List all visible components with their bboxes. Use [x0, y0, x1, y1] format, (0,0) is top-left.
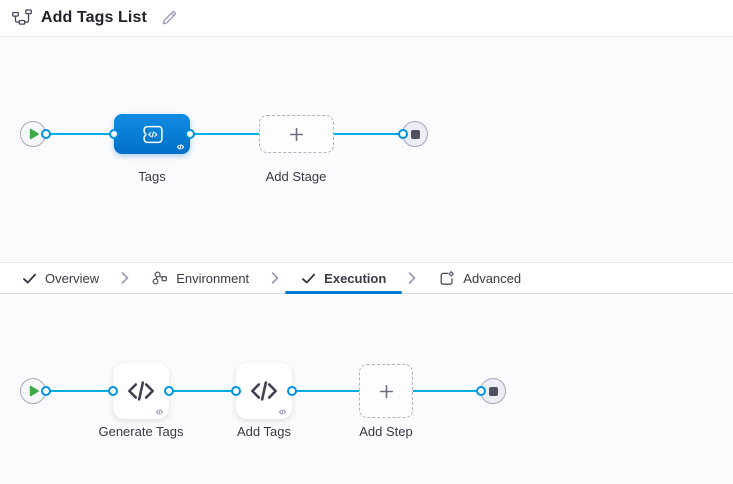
stage-graph-canvas: Tags Add Stage: [0, 37, 733, 262]
step-node-label: Add Tags: [237, 424, 291, 439]
code-badge-icon: [176, 143, 185, 151]
tab-advanced[interactable]: Advanced: [422, 263, 537, 293]
code-icon: [128, 381, 154, 401]
connector-dot: [164, 386, 174, 396]
tab-label: Environment: [176, 270, 250, 286]
pipeline-icon: [12, 9, 32, 27]
connector-dot: [185, 129, 195, 139]
custom-stage-icon: [142, 125, 163, 143]
connector-dot: [287, 386, 297, 396]
check-icon: [23, 273, 36, 283]
step-node-generate-tags[interactable]: [113, 363, 169, 419]
tab-environment[interactable]: Environment: [135, 263, 265, 293]
environment-icon: [152, 270, 168, 284]
tab-label: Execution: [324, 270, 387, 286]
play-icon: [29, 128, 39, 140]
add-stage-label: Add Stage: [265, 169, 327, 184]
tab-label: Advanced: [463, 270, 522, 286]
add-step-button[interactable]: [359, 364, 413, 418]
execution-graph-canvas: Generate Tags Add Tags Add Step: [0, 294, 733, 484]
stage-config-tabbar: Overview Environment Execution Adv: [0, 262, 733, 294]
check-icon: [302, 273, 316, 283]
stage-node-tags[interactable]: [114, 114, 190, 154]
stage-link-line: [33, 133, 415, 135]
chevron-right-icon: [265, 263, 285, 293]
code-icon: [251, 381, 277, 401]
play-icon: [29, 385, 39, 397]
connector-dot: [108, 386, 118, 396]
connector-dot: [476, 386, 486, 396]
add-step-label: Add Step: [359, 424, 413, 439]
edit-pencil-icon[interactable]: [160, 9, 178, 27]
connector-dot: [41, 386, 51, 396]
pipeline-header: Add Tags List: [0, 0, 733, 37]
code-badge-icon: [155, 408, 164, 416]
chevron-right-icon: [402, 263, 422, 293]
plus-icon: [289, 127, 304, 141]
tab-overview[interactable]: Overview: [6, 263, 115, 293]
add-stage-button[interactable]: [259, 115, 334, 153]
stop-icon: [488, 386, 498, 396]
connector-dot: [41, 129, 51, 139]
chevron-right-icon: [115, 263, 135, 293]
step-node-add-tags[interactable]: [236, 363, 292, 419]
step-node-label: Generate Tags: [98, 424, 184, 439]
advanced-icon: [440, 270, 455, 285]
page-title: Add Tags List: [41, 9, 147, 26]
tab-label: Overview: [45, 270, 100, 286]
plus-icon: [379, 384, 393, 398]
connector-dot: [231, 386, 241, 396]
connector-dot: [109, 129, 119, 139]
tab-execution[interactable]: Execution: [285, 263, 403, 294]
stage-node-label: Tags: [138, 169, 166, 184]
connector-dot: [398, 129, 408, 139]
stop-icon: [410, 129, 420, 139]
code-badge-icon: [278, 408, 287, 416]
